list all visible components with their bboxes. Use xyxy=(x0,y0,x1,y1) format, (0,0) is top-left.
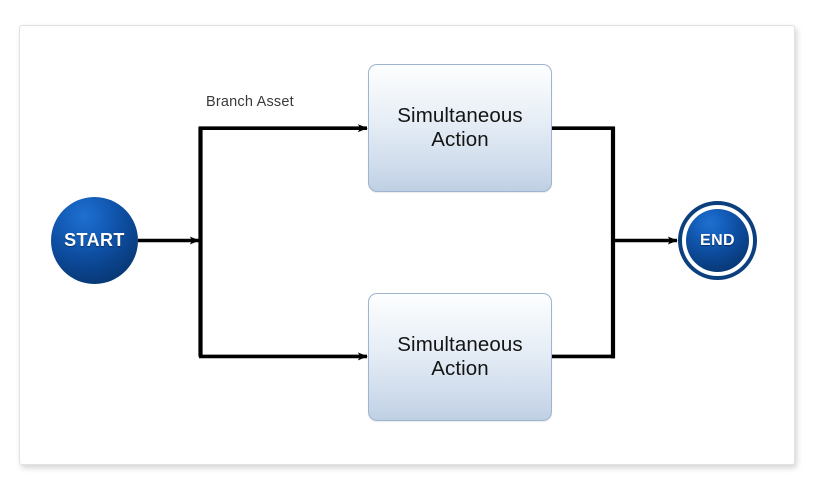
action-box-bottom-label: Simultaneous Action xyxy=(397,333,523,380)
action-box-top-label: Simultaneous Action xyxy=(397,104,523,151)
branch-asset-label: Branch Asset xyxy=(206,94,294,110)
start-node-label: START xyxy=(64,230,125,250)
end-node-label: END xyxy=(700,231,735,249)
action-box-bottom[interactable]: Simultaneous Action xyxy=(368,293,552,421)
end-node[interactable]: END xyxy=(678,201,757,280)
action-box-top[interactable]: Simultaneous Action xyxy=(368,64,552,192)
end-node-inner-circle: END xyxy=(686,209,749,272)
start-node[interactable]: START xyxy=(51,197,138,284)
